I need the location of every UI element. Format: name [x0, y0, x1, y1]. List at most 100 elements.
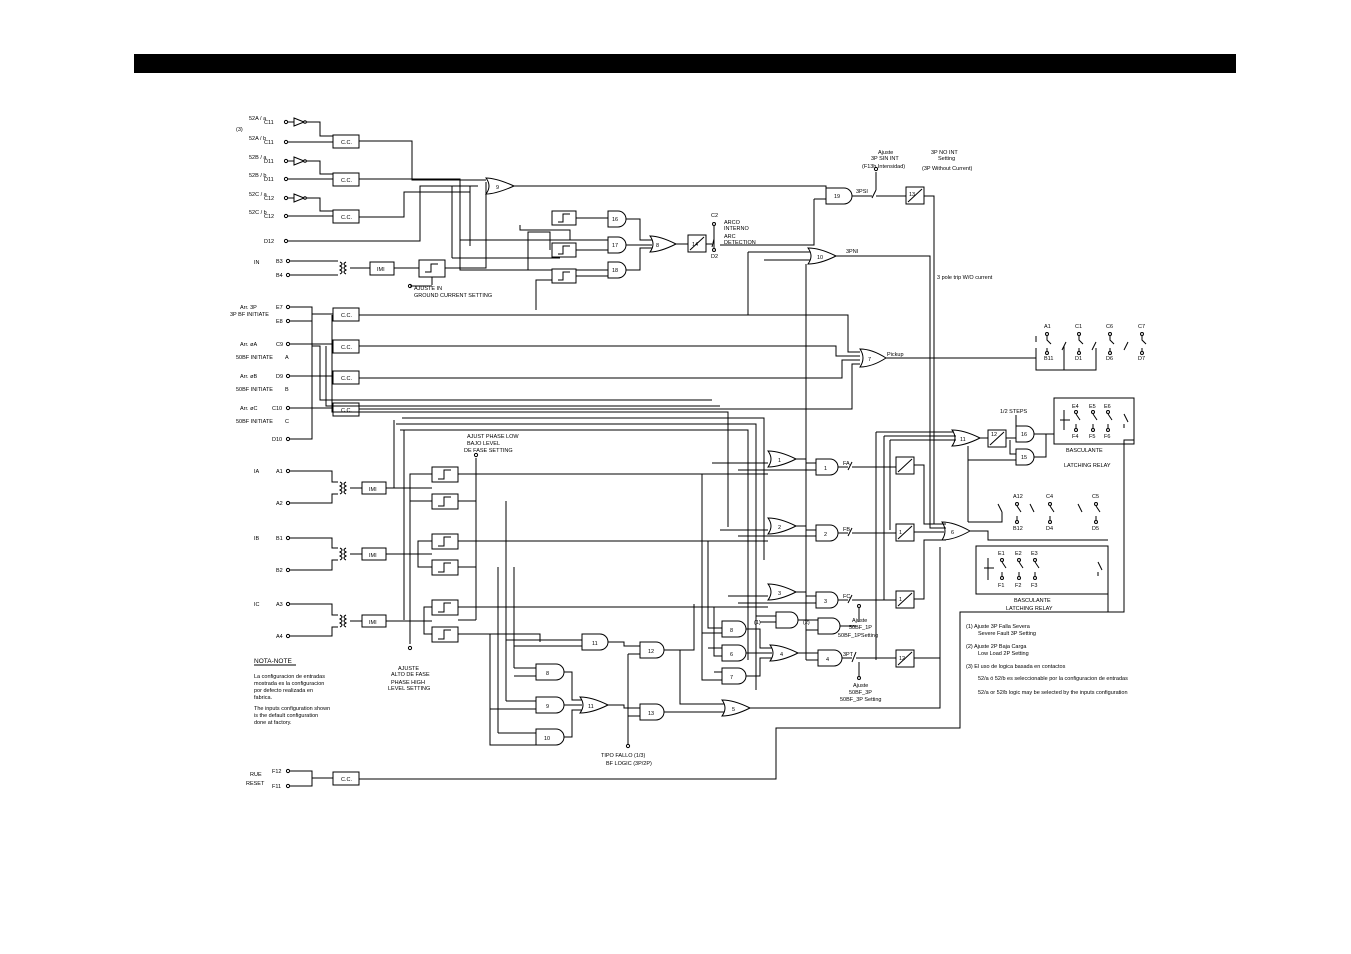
svg-text:Arr. øC: Arr. øC [240, 406, 257, 412]
note-title: NOTA-NOTE [254, 658, 292, 665]
svg-text:D6: D6 [1106, 356, 1113, 362]
svg-text:50BF INITIATE: 50BF INITIATE [236, 419, 273, 425]
svg-text:A12: A12 [1013, 494, 1023, 500]
signal-trip: 3 pole trip W/O current [937, 275, 993, 281]
svg-text:B2: B2 [276, 568, 283, 574]
svg-text:F4: F4 [1072, 434, 1078, 440]
svg-text:F6: F6 [1104, 434, 1110, 440]
svg-text:E4: E4 [1072, 404, 1079, 410]
no-int-2: Setting [938, 156, 955, 162]
arc-logic: 16 17 18 8 14 C2 D2 ARCO INTERNO ARC DET… [452, 210, 756, 310]
svg-text:C7: C7 [1138, 324, 1145, 330]
lower-logic: 11 12 8 9 10 11 13 TIPO FALLO (1/3) BF L… [476, 474, 941, 767]
input-label-52b-a: 52B / a [249, 155, 267, 161]
signal-3pni: 3PNI [846, 249, 859, 255]
svg-text:4: 4 [780, 652, 783, 658]
high-setting-3: PHASE HIGH [391, 680, 425, 686]
no-int-3: (3P Without Current) [922, 166, 973, 172]
svg-text:1: 1 [899, 597, 902, 603]
svg-text:D9: D9 [276, 374, 283, 380]
input-term-c11-a: C11 [264, 120, 274, 126]
svg-text:(1): (1) [754, 620, 761, 626]
svg-text:(2): (2) [803, 620, 810, 626]
svg-text:C: C [285, 419, 289, 425]
svg-text:C.C.: C.C. [341, 777, 352, 783]
latch1-label-2: LATCHING RELAY [1064, 463, 1111, 469]
gate-6: 6 [924, 520, 1108, 541]
steps-label: 1/2 STEPS [1000, 409, 1028, 415]
svg-text:La configuracion de entradas: La configuracion de entradas [254, 674, 325, 680]
svg-text:6: 6 [730, 652, 733, 658]
high-setting-1: AJUSTE [398, 666, 419, 672]
signal-fa: FA [843, 461, 850, 467]
svg-text:4: 4 [826, 657, 829, 663]
input-label-52a-a: 52A / a [249, 116, 267, 122]
svg-text:The inputs configuration shown: The inputs configuration shown [254, 706, 330, 712]
svg-text:50BF INITIATE: 50BF INITIATE [236, 387, 273, 393]
arc-label-4: DETECTION [724, 240, 756, 246]
svg-text:C6: C6 [1106, 324, 1113, 330]
svg-text:1: 1 [778, 458, 781, 464]
low-setting-2: BAJO LEVEL [467, 441, 500, 447]
svg-text:7: 7 [730, 675, 733, 681]
high-setting-4: LEVEL SETTING [388, 686, 430, 692]
svg-text:8: 8 [546, 671, 549, 677]
svg-text:12: 12 [648, 649, 654, 655]
svg-text:8: 8 [730, 628, 733, 634]
svg-text:C.C.: C.C. [341, 408, 352, 414]
high-setting-2: ALTO DE FASE [391, 672, 430, 678]
setting-3p-3: (F13h Intensidad) [862, 164, 905, 170]
svg-text:16: 16 [612, 217, 618, 223]
setting-1p-3: 50BF_1PSetting [838, 633, 878, 639]
signal-3pt: 3PT [843, 652, 854, 658]
svg-text:3: 3 [778, 591, 781, 597]
svg-text:C1: C1 [1075, 324, 1082, 330]
svg-text:is the default configuration: is the default configuration [254, 713, 318, 719]
signal-fc: FC [843, 594, 850, 600]
svg-text:B11: B11 [1044, 356, 1053, 362]
svg-text:11: 11 [588, 704, 594, 710]
cc-box-2: C.C. [341, 178, 352, 184]
breaker-status-inputs: 52A / a C11 (3) 52A / b C11 52B / a D11 … [236, 116, 608, 271]
svg-text:B: B [285, 387, 289, 393]
svg-text:C.C.: C.C. [341, 345, 352, 351]
svg-text:A: A [285, 355, 289, 361]
legend-1a: (1) Ajuste 3P Falla Severa [966, 624, 1031, 630]
latch2-label-2: LATCHING RELAY [1006, 606, 1053, 612]
svg-text:5: 5 [732, 707, 735, 713]
input-label-52a-b: 52A / b [249, 136, 266, 142]
latching-relay-1: E4 F4 E5 F5 E6 F6 BASCULANTE LATCHING RE… [875, 397, 1135, 660]
svg-text:9: 9 [546, 704, 549, 710]
input-label-52c-b: 52C / b [249, 210, 267, 216]
svg-text:F12: F12 [272, 769, 281, 775]
svg-text:C10: C10 [272, 406, 282, 412]
svg-text:13: 13 [648, 711, 654, 717]
svg-text:3P BF INITIATE: 3P BF INITIATE [230, 312, 269, 318]
svg-text:12: 12 [991, 432, 997, 438]
setting-1p-2: 50BF_1P [849, 625, 872, 631]
signal-fb: FB [843, 527, 850, 533]
no-int-1: 3P NO INT [931, 150, 958, 156]
cc-box-3: C.C. [341, 215, 352, 221]
svg-text:A1: A1 [1044, 324, 1051, 330]
svg-text:IB: IB [254, 536, 260, 542]
svg-text:IA: IA [254, 469, 260, 475]
phase-inputs: IA A1 A2 IMI IB B1 B2 IMI IC A3 A4 IMI [254, 420, 768, 692]
svg-text:D1: D1 [1075, 356, 1082, 362]
svg-text:14: 14 [692, 242, 698, 248]
setting-3p-1: Ajuste [878, 150, 893, 156]
svg-text:E8: E8 [276, 319, 283, 325]
svg-text:done at factory.: done at factory. [254, 720, 292, 726]
svg-text:por defecto realizada en: por defecto realizada en [254, 688, 313, 694]
three-pole-logic: 19 3PSI Ajuste 3P SIN INT (F13h Intensid… [720, 150, 993, 660]
imi-in: IMI [377, 267, 385, 273]
gate-9: 9 [485, 177, 827, 195]
svg-text:E3: E3 [1031, 551, 1038, 557]
svg-text:3: 3 [824, 599, 827, 605]
svg-text:B12: B12 [1013, 526, 1023, 532]
gate-7-pickup: 7 Pickup [859, 348, 1037, 368]
svg-text:B1: B1 [276, 536, 283, 542]
legend-2a: (2) Ajuste 2P Baja Carga [966, 644, 1027, 650]
legend-3b: 52/a ó 52/b es seleccionable por la conf… [978, 676, 1128, 682]
latch1-label-1: BASCULANTE [1066, 448, 1103, 454]
